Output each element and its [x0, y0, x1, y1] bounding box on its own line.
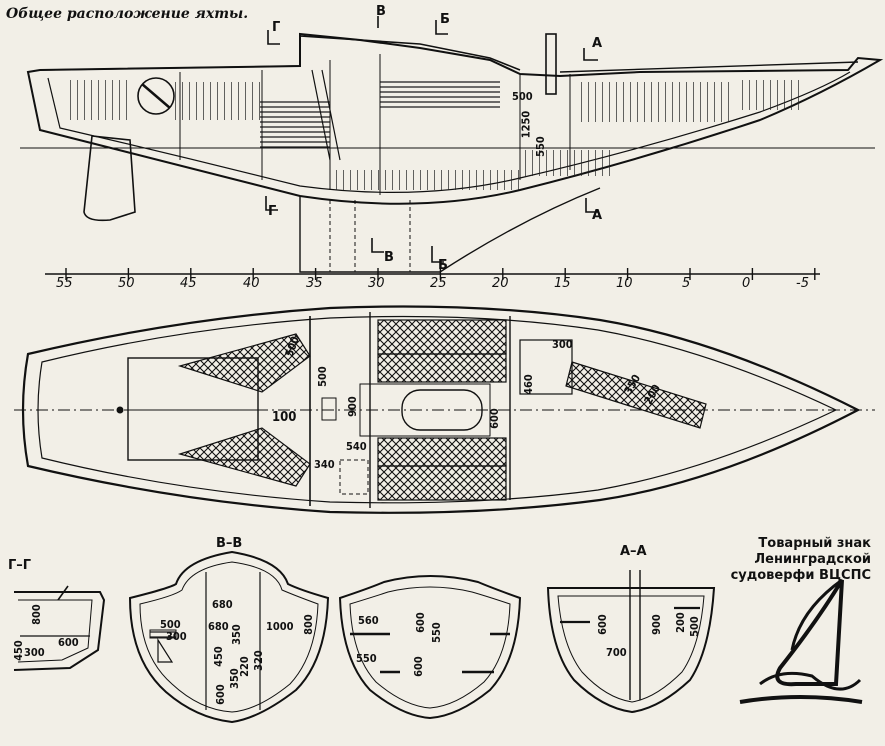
scale-label: -5: [796, 276, 809, 291]
trademark-caption: Товарный знак Ленинградской судоверфи ВЦ…: [731, 536, 871, 584]
dim-label: 500: [512, 90, 533, 103]
section-mark-a-bottom: А: [592, 208, 603, 223]
scale-label: 50: [118, 276, 135, 291]
scale-label: 10: [616, 276, 633, 291]
cabin-top: [299, 35, 521, 71]
dim-label: 600: [58, 636, 79, 649]
scale-label: 20: [492, 276, 509, 291]
dim-label: 900: [345, 396, 359, 417]
dim-label: 1000: [266, 620, 294, 633]
trademark-logo: [739, 578, 863, 704]
dim-label: 560: [358, 614, 379, 627]
trademark-line: Товарный знак: [758, 536, 871, 551]
table: [401, 389, 483, 431]
scale-label: 45: [180, 276, 197, 291]
dim-label: 700: [606, 646, 627, 659]
section-label-vv: В–В: [216, 536, 243, 551]
scale-label: 30: [368, 276, 385, 291]
dim-label: 220: [237, 656, 251, 677]
dim-label: 500: [687, 616, 701, 637]
dim-label: 460: [521, 374, 535, 395]
dim-label: 200: [673, 612, 687, 633]
dim-label: 540: [346, 440, 367, 453]
dim-label: 800: [301, 614, 315, 635]
dim-label: 340: [314, 458, 335, 471]
dim-label: 600: [213, 684, 227, 705]
dim-label: 680: [208, 620, 229, 633]
dim-label: 600: [487, 408, 501, 429]
dim-label: 500: [160, 618, 181, 631]
section-mark-a-top: А: [592, 36, 603, 51]
section-vv: [128, 550, 330, 724]
dim-label: 350: [229, 624, 243, 645]
dim-label: 450: [11, 640, 25, 661]
dim-label: 100: [272, 410, 297, 425]
section-gg: [13, 585, 106, 671]
keel-fin: [83, 135, 136, 222]
section-label-aa: А–А: [620, 544, 647, 559]
section-mark-b-bottom: Б: [438, 258, 448, 273]
section-bb: [338, 575, 522, 720]
plan-view: [14, 305, 875, 514]
dim-label: 600: [411, 656, 425, 677]
trademark-line: судоверфи ВЦСПС: [730, 568, 871, 583]
cockpit: [127, 357, 259, 461]
dim-label: 450: [211, 646, 225, 667]
station-scale: [45, 268, 820, 280]
dim-label: 300: [166, 630, 187, 643]
dim-label: 550: [356, 652, 377, 665]
dim-label: 600: [413, 612, 427, 633]
section-label-gg: Г–Г: [8, 558, 32, 573]
scale-label: 35: [306, 276, 323, 291]
section-mark-v-top: В: [376, 4, 386, 19]
dim-label: 320: [251, 650, 265, 671]
section-mark-g-bottom: Г: [268, 204, 277, 219]
engine: [137, 77, 175, 115]
scale-label: 5: [682, 276, 691, 291]
hull-profile: [26, 32, 884, 205]
dim-label: 600: [595, 614, 609, 635]
dim-label: 900: [649, 614, 663, 635]
dim-label: 550: [429, 622, 443, 643]
section-mark-b-top: Б: [440, 12, 450, 27]
dim-label: 680: [212, 598, 233, 611]
dim-label: 300: [552, 338, 573, 351]
drawing-title: Общее расположение яхты.: [6, 6, 249, 22]
scale-label: 55: [56, 276, 73, 291]
dim-label: 300: [24, 646, 45, 659]
dim-label: 800: [29, 604, 43, 625]
scale-label: 25: [430, 276, 447, 291]
scale-label: 15: [554, 276, 571, 291]
scale-label: 40: [243, 276, 260, 291]
dim-label: 500: [315, 366, 329, 387]
dim-label: 550: [533, 136, 547, 157]
profile-view: [20, 16, 884, 273]
section-mark-v-bottom: В: [384, 250, 394, 265]
section-mark-g-top: Г: [272, 20, 281, 35]
scale-label: 0: [742, 276, 751, 291]
section-aa: [546, 570, 716, 714]
mast: [545, 33, 557, 95]
dim-label: 1250: [519, 110, 533, 139]
trademark-line: Ленинградской: [754, 552, 871, 567]
hull-plan: [21, 305, 861, 514]
